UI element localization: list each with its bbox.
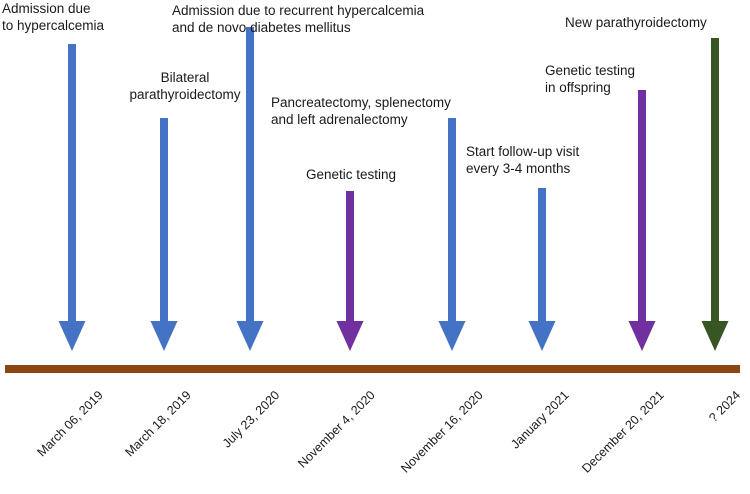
- event-arrow-head: [701, 321, 729, 351]
- event-arrow-head: [528, 321, 556, 351]
- event-arrow-shaft: [638, 90, 646, 322]
- event-arrow: [628, 90, 656, 351]
- event-arrow-head: [438, 321, 466, 351]
- event-arrow-shaft: [538, 188, 546, 322]
- event-arrow: [438, 118, 466, 351]
- event-arrow-head: [336, 321, 364, 351]
- event-arrow-shaft: [448, 118, 456, 322]
- event-arrow: [701, 38, 729, 351]
- event-arrow-head: [236, 321, 264, 351]
- event-arrow-shaft: [68, 44, 76, 322]
- event-arrow-head: [628, 321, 656, 351]
- event-arrow-head: [58, 321, 86, 351]
- event-arrow: [58, 44, 86, 351]
- event-arrow-shaft: [346, 191, 354, 322]
- event-arrow-shaft: [160, 118, 168, 322]
- event-arrow: [150, 118, 178, 351]
- event-arrow: [336, 191, 364, 351]
- event-arrow-head: [150, 321, 178, 351]
- event-arrow: [236, 27, 264, 351]
- event-arrow: [528, 188, 556, 351]
- event-arrow-shaft: [711, 38, 719, 322]
- event-arrow-shaft: [246, 27, 254, 322]
